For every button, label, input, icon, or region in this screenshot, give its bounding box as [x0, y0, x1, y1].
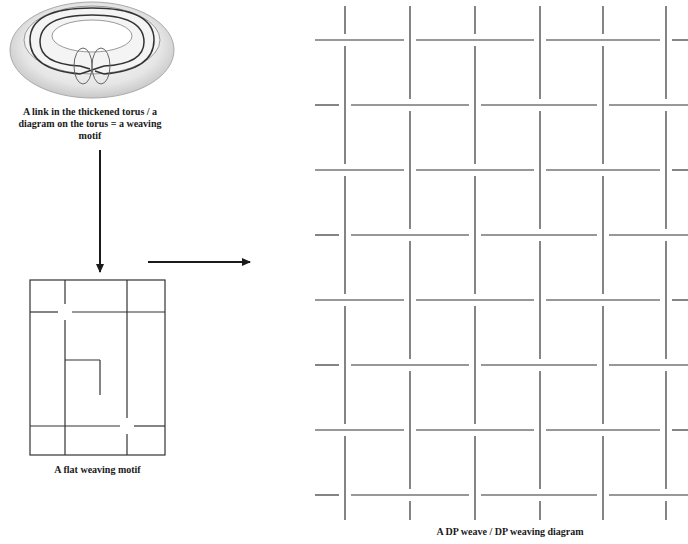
strand-segment [416, 299, 534, 300]
strand-segment [481, 494, 597, 495]
strand-segment [416, 169, 534, 170]
strand-segment [409, 6, 410, 99]
strand-segment [665, 6, 666, 99]
strand-segment [344, 46, 345, 164]
strand-segment [416, 429, 534, 430]
strand-segment [474, 176, 475, 294]
strand-segment [344, 306, 345, 424]
strand-segment [474, 46, 475, 164]
strand-segment [602, 46, 603, 164]
caption-label: A link in the thickened torus / a diagra… [10, 106, 170, 142]
strand-segment [665, 501, 666, 520]
strand-segment [546, 169, 660, 170]
strand-segment [481, 104, 597, 105]
strand-segment [602, 6, 603, 34]
strand-segment [539, 371, 540, 489]
strand-segment [315, 104, 339, 105]
caption-label: A flat weaving motif [20, 464, 175, 476]
strand-segment [672, 39, 688, 40]
strand-segment [474, 306, 475, 424]
strand-segment [481, 234, 597, 235]
strand-segment [344, 436, 345, 520]
strand-segment [602, 436, 603, 520]
strand-segment [602, 306, 603, 424]
strand-segment [351, 494, 469, 495]
strand-segment [315, 299, 404, 300]
strand-segment [351, 234, 469, 235]
strand-segment [315, 39, 404, 40]
strand-segment [351, 104, 469, 105]
strand-segment [351, 364, 469, 365]
strand-segment [665, 111, 666, 229]
strand-segment [539, 111, 540, 229]
right-arrow [148, 261, 250, 263]
down-arrow [99, 150, 101, 272]
strand-segment [546, 39, 660, 40]
strand-segment [539, 6, 540, 99]
strand-segment [539, 241, 540, 359]
strand-segment [665, 371, 666, 489]
strand-segment [409, 241, 410, 359]
strand-segment [344, 176, 345, 294]
dp-weave [315, 6, 688, 520]
strand-segment [409, 371, 410, 489]
strand-segment [409, 501, 410, 520]
strand-segment [609, 364, 688, 365]
strand-segment [539, 501, 540, 520]
strand-segment [344, 6, 345, 34]
strand-segment [672, 429, 688, 430]
strand-segment [665, 241, 666, 359]
flat-motif [30, 280, 165, 455]
strand-segment [315, 364, 339, 365]
caption-label: A DP weave / DP weaving diagram [400, 526, 620, 538]
strand-segment [315, 429, 404, 430]
strand-segment [609, 234, 688, 235]
strand-segment [474, 436, 475, 520]
strand-segment [546, 299, 660, 300]
strand-segment [315, 169, 404, 170]
strand-segment [409, 111, 410, 229]
strand-segment [672, 169, 688, 170]
strand-segment [672, 299, 688, 300]
strand-segment [602, 176, 603, 294]
strand-segment [546, 429, 660, 430]
strand-segment [315, 234, 339, 235]
strand-segment [481, 364, 597, 365]
strand-segment [609, 104, 688, 105]
strand-segment [474, 6, 475, 34]
strand-segment [609, 494, 688, 495]
strand-segment [416, 39, 534, 40]
strand-segment [315, 494, 339, 495]
torus-figure [10, 2, 174, 98]
